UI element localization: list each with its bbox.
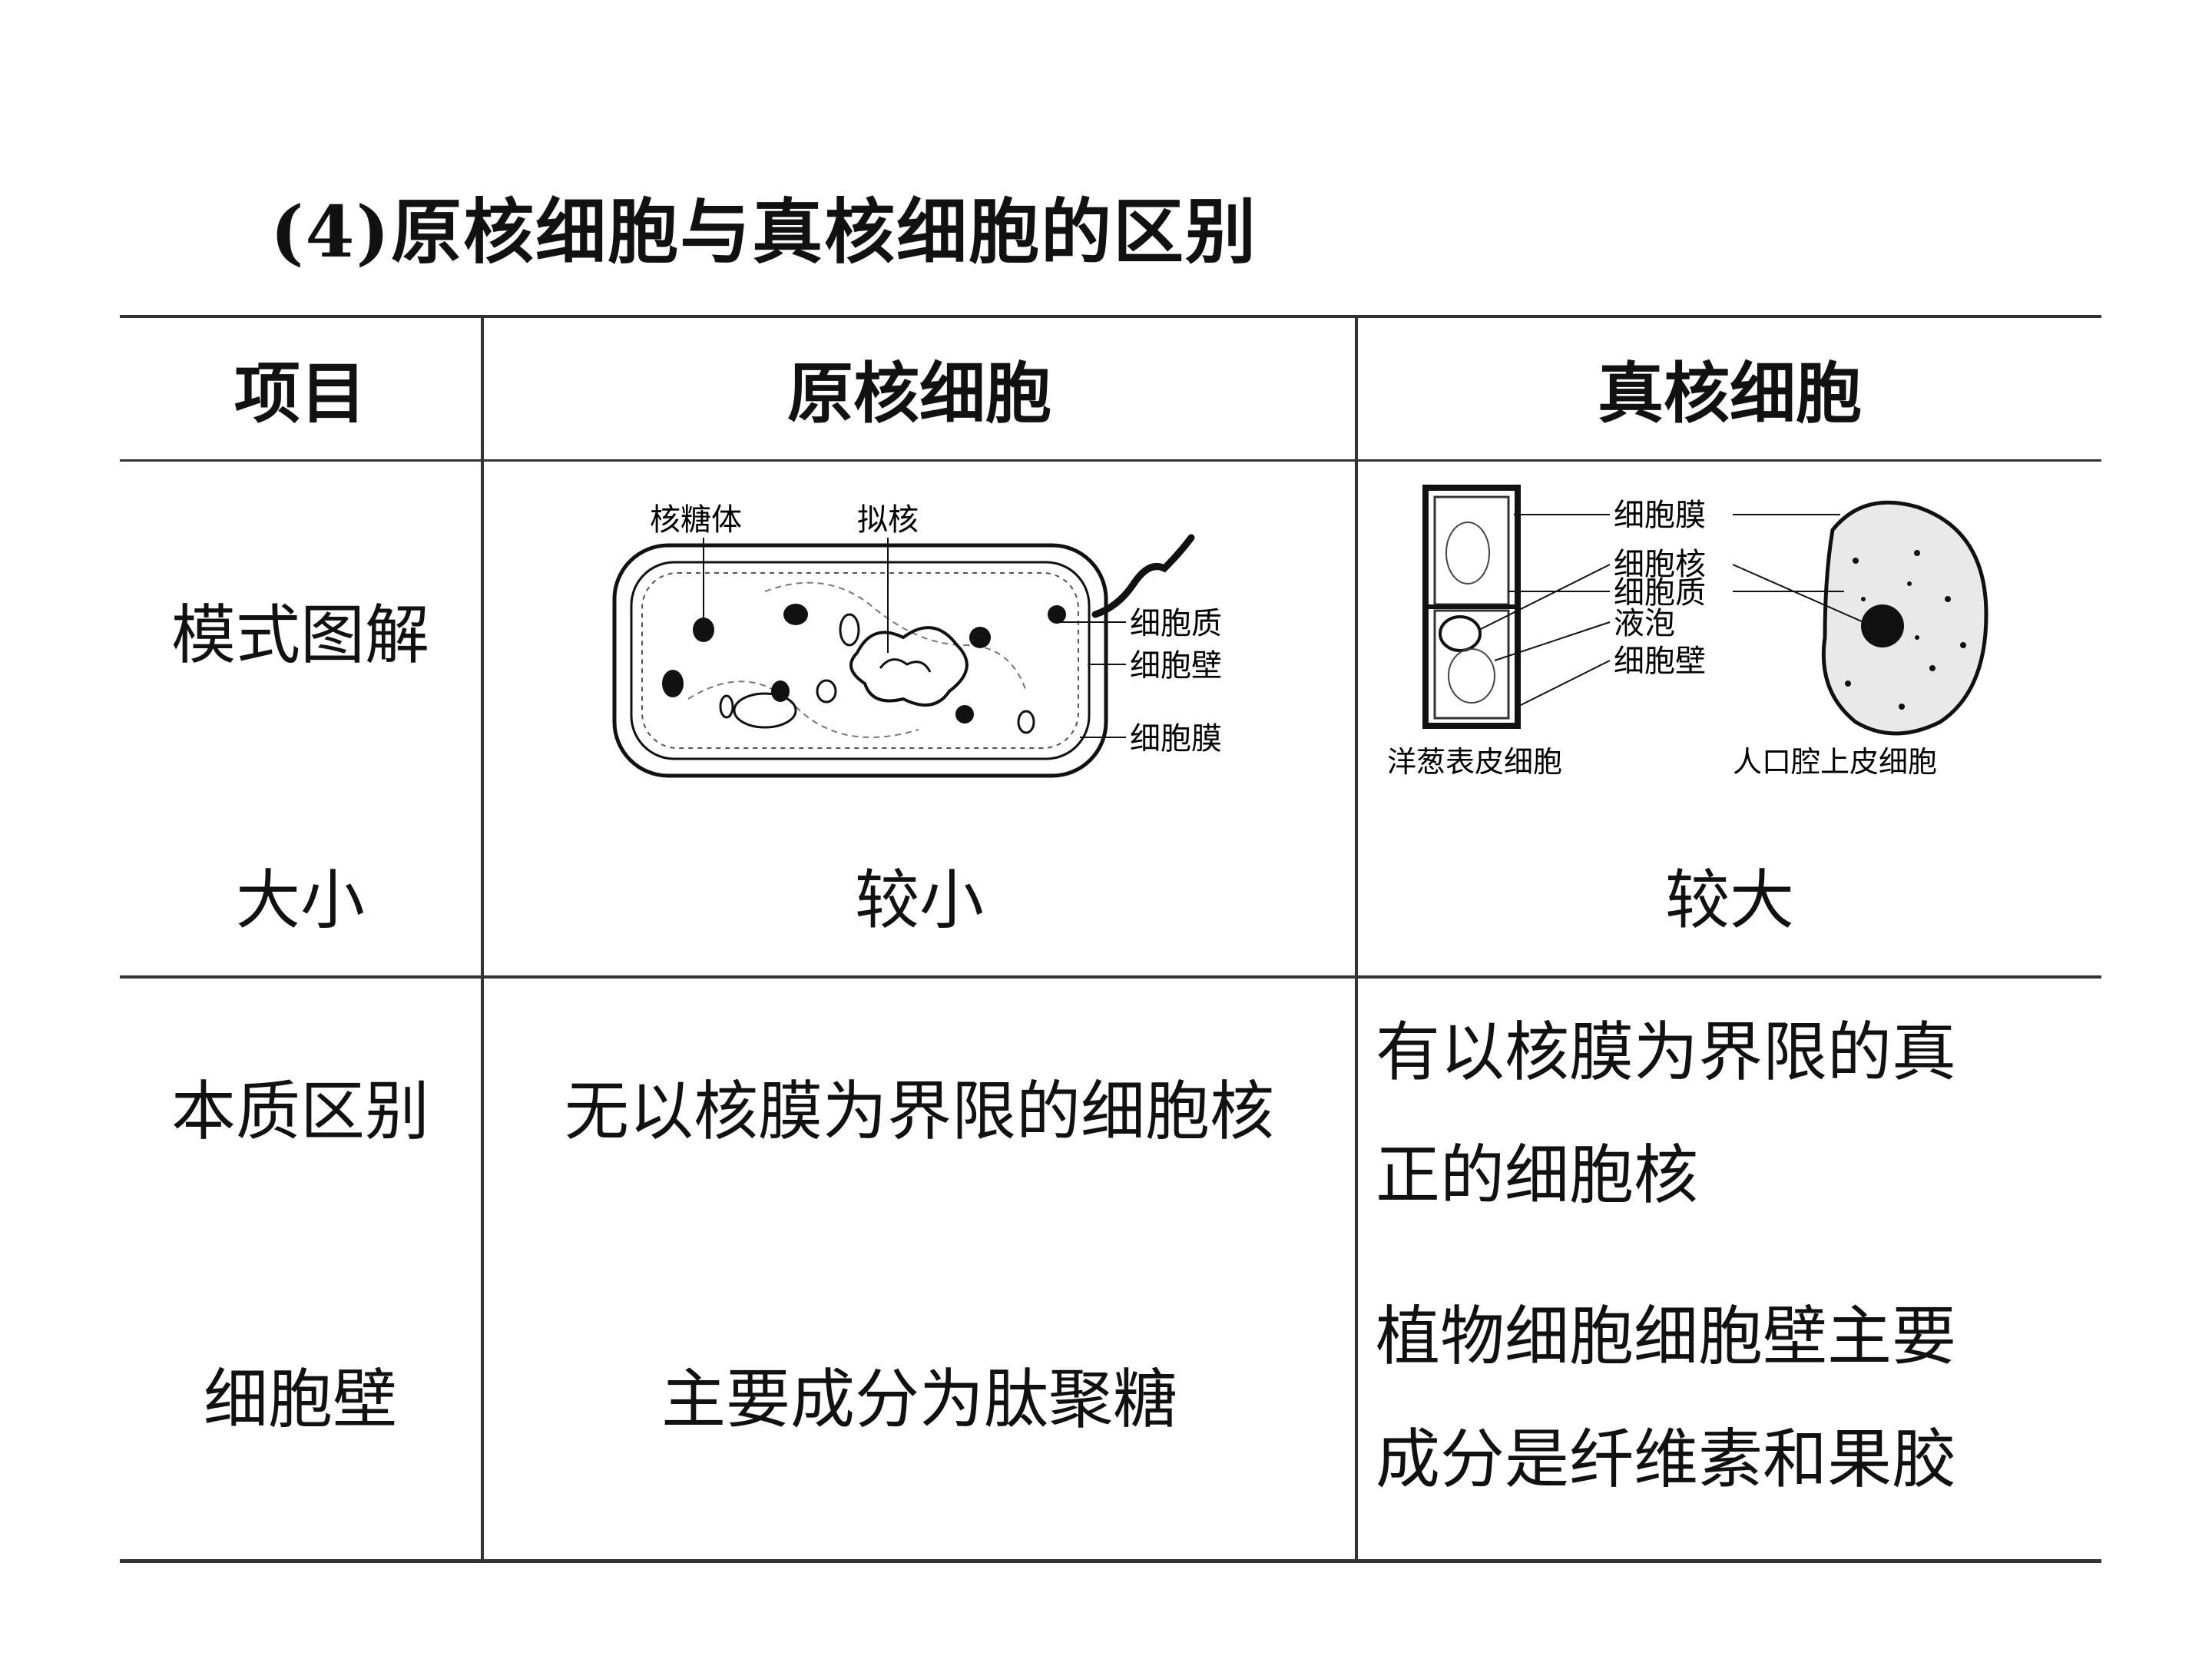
eukaryote-cell-diagram: 细胞膜 细胞核 细胞质 液泡 细胞壁 洋葱表皮细胞 人口腔上皮细胞	[1387, 485, 1988, 779]
essence-eukaryote: 有以核膜为界限的真 正的细胞核	[1376, 991, 2090, 1237]
label-ribosome: 核糖体	[650, 502, 742, 538]
label-euk-cytoplasm: 细胞质	[1614, 575, 1706, 611]
page-title: (4)原核细胞与真核细胞的区别	[270, 190, 1258, 273]
cell-wall-eukaryote-line-1: 植物细胞细胞壁主要	[1376, 1299, 1957, 1374]
label-cytoplasm: 细胞质	[1130, 606, 1222, 641]
table-mid-divider	[120, 975, 2101, 979]
table-header-divider	[120, 459, 2101, 462]
label-euk-cell-membrane: 细胞膜	[1614, 498, 1706, 533]
row-label-diagram: 模式图解	[171, 597, 429, 673]
essence-prokaryote: 无以核膜为界限的细胞核	[564, 1073, 1274, 1149]
caption-oral-epithelium: 人口腔上皮细胞	[1733, 745, 1937, 779]
header-eukaryote: 真核细胞	[1598, 354, 1862, 432]
label-euk-vacuole: 液泡	[1614, 606, 1675, 641]
essence-eukaryote-line-1: 有以核膜为界限的真	[1376, 1015, 1957, 1090]
label-nucleoid: 拟核	[857, 502, 919, 538]
cell-wall-eukaryote: 植物细胞细胞壁主要 成分是纤维素和果胶	[1376, 1275, 2090, 1521]
row-label-cell-wall: 细胞壁	[203, 1361, 397, 1437]
label-euk-nucleus: 细胞核	[1614, 547, 1706, 582]
row-label-essence: 本质区别	[171, 1073, 429, 1149]
header-prokaryote: 原核细胞	[787, 354, 1051, 432]
table-bottom-border	[120, 1559, 2101, 1563]
comparison-table: 项目 原核细胞 真核细胞 模式图解 核糖体 拟核 细胞质 细胞壁 细胞膜	[120, 315, 2101, 1563]
header-item: 项目	[234, 354, 366, 432]
table-top-border	[120, 315, 2101, 318]
table-col-divider-1	[481, 315, 484, 1563]
label-cell-wall: 细胞壁	[1130, 648, 1222, 684]
size-prokaryote: 较小	[854, 862, 984, 938]
essence-eukaryote-line-2: 正的细胞核	[1376, 1137, 1699, 1213]
table-col-divider-2	[1355, 315, 1358, 1563]
size-eukaryote: 较大	[1664, 862, 1794, 938]
row-label-size: 大小	[235, 862, 365, 938]
caption-onion-epidermis: 洋葱表皮细胞	[1387, 745, 1562, 779]
cell-wall-prokaryote: 主要成分为肽聚糖	[661, 1361, 1177, 1437]
label-cell-membrane: 细胞膜	[1130, 721, 1222, 757]
prokaryote-cell-diagram: 核糖体 拟核 细胞质 细胞壁 细胞膜	[612, 502, 1222, 778]
label-euk-cell-wall: 细胞壁	[1614, 644, 1706, 679]
cell-wall-eukaryote-line-2: 成分是纤维素和果胶	[1376, 1422, 1957, 1497]
